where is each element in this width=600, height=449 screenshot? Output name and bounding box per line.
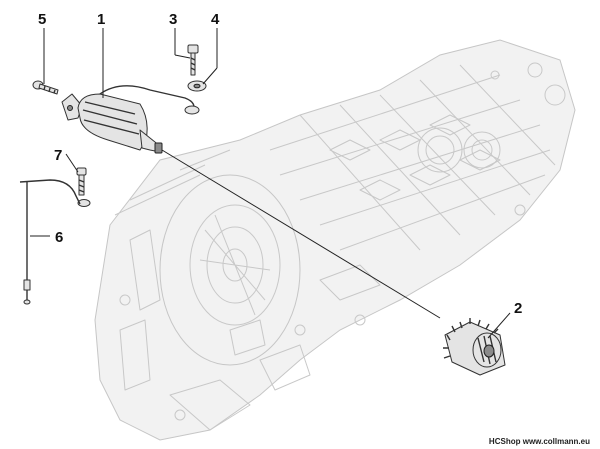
callout-3: 3 [169,11,177,28]
cable-part-6 [19,179,81,305]
starter-motor [61,85,200,154]
watermark-site: www.collmann.eu [522,437,590,446]
leader-lines [30,28,511,339]
callout-1: 1 [97,11,105,28]
washer-part-4 [187,80,207,92]
bolt-part-3 [187,44,199,76]
watermark: HCShop www.collmann.eu [489,437,590,446]
screw-part-5 [32,80,59,95]
bolt-part-7 [76,167,91,207]
crankcase-ghost [94,39,576,441]
starter-gear-part-2 [443,318,506,376]
watermark-shop: HCShop [488,437,521,446]
callout-7: 7 [54,147,62,164]
callout-labels: 5 1 3 4 7 6 2 [38,11,522,317]
callout-5: 5 [38,11,46,28]
callout-2: 2 [514,300,522,317]
callout-6: 6 [55,229,63,246]
callout-4: 4 [211,11,220,28]
